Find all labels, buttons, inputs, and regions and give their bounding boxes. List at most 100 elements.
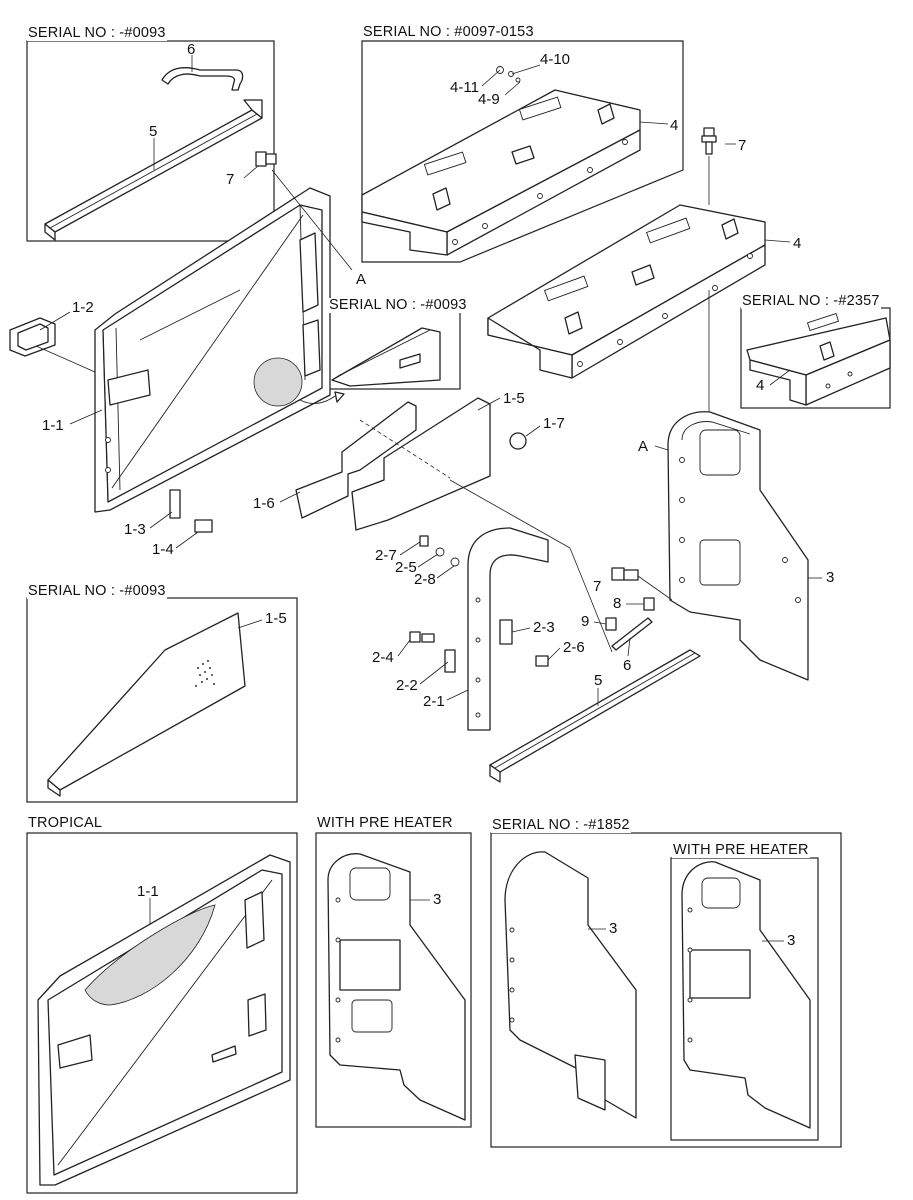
leader-a-lower: [654, 445, 669, 451]
frame-serial-1852: [490, 832, 842, 1148]
callout-2-6: 2-6: [563, 639, 585, 656]
bolt-part-7-left: [255, 151, 277, 167]
callout-5-top: 5: [149, 123, 158, 140]
bolts-7-8-9-mid: [605, 567, 655, 631]
callout-8: 8: [613, 595, 622, 612]
callout-2-2: 2-2: [396, 677, 418, 694]
callout-2-8: 2-8: [414, 571, 436, 588]
leader-4-10: [511, 64, 541, 75]
callout-1-4: 1-4: [152, 541, 174, 558]
seal-panel-part-1-5: [47, 612, 246, 797]
bolts-4-9-4-10-4-11: [496, 66, 521, 83]
leader-latch-1-2: [35, 345, 96, 373]
seal-part-1-6: [295, 401, 417, 519]
title-with-pre-heater-2: WITH PRE HEATER: [672, 842, 810, 858]
leader-7-left: [243, 165, 259, 179]
callout-2-4: 2-4: [372, 649, 394, 666]
callout-1-6: 1-6: [253, 495, 275, 512]
leader-2-7: [399, 541, 421, 556]
leader-2-5: [417, 553, 439, 568]
leader-1-5: [477, 397, 501, 411]
leader-assembly-2: [569, 547, 613, 653]
callout-4-10: 4-10: [540, 51, 571, 68]
strip-part-5-mid: [489, 649, 701, 783]
rod-part-6-mid: [611, 617, 653, 651]
bolt-part-7-right: [701, 127, 717, 155]
perforation-dots: [195, 660, 215, 687]
leader-1-2: [39, 311, 71, 331]
leader-9: [593, 621, 607, 625]
door-frame-part-1-1: [94, 187, 331, 513]
leader-4-9: [504, 81, 521, 96]
callout-3-main: 3: [826, 569, 835, 586]
callout-3-pre-heater-1: 3: [433, 891, 442, 908]
title-serial-2357: SERIAL NO : -#2357: [741, 293, 881, 309]
strip-part-5-top: [44, 99, 263, 241]
leader-1-6: [279, 491, 301, 503]
leader-1-1: [69, 409, 103, 425]
callout-1-7: 1-7: [543, 415, 565, 432]
bracket-part-4-lower: [487, 204, 766, 379]
callout-2-3: 2-3: [533, 619, 555, 636]
callout-a-upper: A: [356, 271, 367, 288]
callout-4-upper: 4: [670, 117, 679, 134]
callout-7-left: 7: [226, 171, 235, 188]
callout-5-mid: 5: [594, 672, 603, 689]
title-serial-0097-0153: SERIAL NO : #0097-0153: [362, 24, 535, 40]
door-edge-inset: [331, 327, 441, 387]
leader-2-4: [397, 639, 411, 657]
dashed-assembly-line: [359, 419, 451, 479]
bracket-part-4-upper: [361, 89, 641, 256]
latch-part-1-2: [9, 317, 56, 357]
frame-with-pre-heater-2: [670, 857, 819, 1141]
side-panel-serial-1852: [504, 851, 637, 1119]
leader-assembly-1: [449, 479, 571, 549]
seal-part-1-5: [351, 397, 491, 531]
frame-with-pre-heater-1: [315, 832, 472, 1128]
callout-2-7: 2-7: [375, 547, 397, 564]
door-frame-tropical: [37, 854, 291, 1186]
frame-serial-0097-0153: [361, 40, 684, 263]
callout-1-1: 1-1: [42, 417, 64, 434]
leader-2-3: [511, 627, 531, 633]
callout-6-mid: 6: [623, 657, 632, 674]
callout-4-inset: 4: [756, 377, 765, 394]
leader-2-1: [446, 689, 469, 701]
leader-6-mid: [627, 637, 631, 657]
title-serial-0093-top: SERIAL NO : -#0093: [27, 25, 167, 41]
callout-4-9: 4-9: [478, 91, 500, 108]
leader-2-2: [419, 661, 449, 685]
title-serial-1852: SERIAL NO : -#1852: [491, 817, 631, 833]
leader-4-lower: [764, 239, 791, 243]
callout-4-11: 4-11: [450, 79, 479, 96]
leader-4-inset: [769, 369, 791, 386]
callout-1-3: 1-3: [124, 521, 146, 538]
bracket-part-4-inset: [746, 312, 891, 406]
bolts-2-4-2-5-2-6-2-7-2-8: [409, 535, 549, 673]
hose-part-6: [161, 67, 244, 91]
callout-4-lower: 4: [793, 235, 802, 252]
callout-7-right: 7: [738, 137, 747, 154]
leader-1-4: [175, 531, 199, 549]
callout-6-top: 6: [187, 41, 196, 58]
title-tropical: TROPICAL: [27, 815, 104, 831]
side-panel-pre-heater-2: [681, 861, 811, 1129]
frame-tropical: [26, 832, 298, 1194]
leader-bolt-7-mid: [637, 575, 673, 601]
callout-3-pre-heater-2: 3: [787, 932, 796, 949]
frame-serial-0093-top: [26, 40, 275, 242]
leader-2-8: [436, 565, 455, 579]
leader-2-6: [547, 647, 561, 661]
support-part-2-1: [467, 527, 549, 731]
callout-a-lower: A: [638, 438, 649, 455]
callout-9: 9: [581, 613, 590, 630]
callout-1-5-panel: 1-5: [265, 610, 287, 627]
callout-1-1-tropical: 1-1: [137, 883, 159, 900]
leader-4-11: [481, 69, 501, 87]
side-panel-part-3-main: [667, 411, 809, 681]
plug-part-1-7: [509, 432, 527, 450]
leader-a-upper: [271, 169, 353, 271]
leader-1-5-panel: [237, 619, 263, 629]
